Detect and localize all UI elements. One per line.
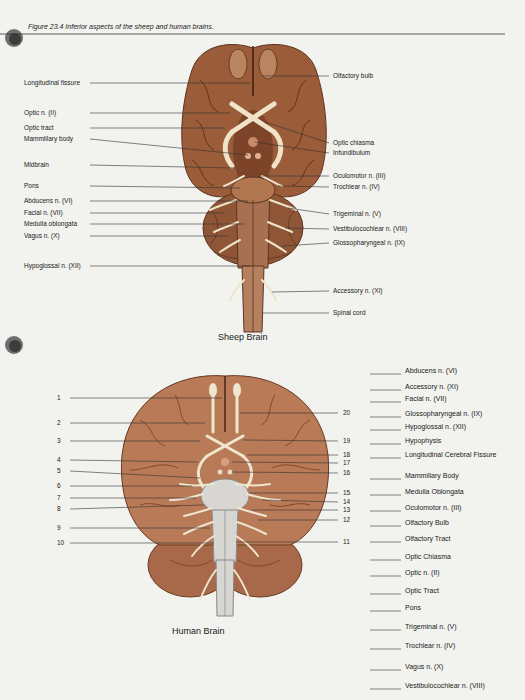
- structure-label: Oculomotor n. (III): [333, 172, 385, 179]
- answer-term: Accessory n. (XI): [405, 383, 458, 391]
- answer-term: Optic n. (II): [405, 569, 440, 577]
- callout-number: 13: [343, 506, 350, 513]
- callout-number: 20: [343, 409, 350, 416]
- answer-term: Trochlear n. (IV): [405, 642, 455, 650]
- callout-number: 10: [57, 539, 64, 546]
- callout-number: 19: [343, 437, 350, 444]
- callout-number: 5: [57, 467, 61, 474]
- structure-label: Optic n. (II): [24, 109, 56, 116]
- callout-number: 8: [57, 505, 61, 512]
- answer-term: Optic Chiasma: [405, 553, 451, 561]
- callout-number: 4: [57, 456, 61, 463]
- structure-label: Glossopharyngeal n. (IX): [333, 239, 405, 246]
- figure-caption: Human Brain: [172, 627, 225, 637]
- answer-term: Vestibulocochlear n. (VIII): [405, 682, 485, 690]
- structure-label: Longitudinal fissure: [24, 79, 80, 86]
- structure-label: Midbrain: [24, 161, 49, 168]
- answer-term: Longitudinal Cerebral Fissure: [405, 451, 496, 459]
- answer-term: Mammillary Body: [405, 472, 459, 480]
- figure-caption: Sheep Brain: [218, 333, 268, 343]
- answer-term: Vagus n. (X): [405, 663, 443, 671]
- callout-number: 14: [343, 498, 350, 505]
- answer-term: Abducens n. (VI): [405, 367, 457, 375]
- callout-number: 12: [343, 516, 350, 523]
- structure-label: Mammillary body: [24, 135, 73, 142]
- answer-term: Glossopharyngeal n. (IX): [405, 410, 482, 418]
- structure-label: Infundibulum: [333, 149, 370, 156]
- callout-number: 17: [343, 459, 350, 466]
- structure-label: Accessory n. (XI): [333, 287, 382, 294]
- callout-number: 18: [343, 451, 350, 458]
- callout-number: 3: [57, 437, 61, 444]
- answer-term: Olfactory Tract: [405, 535, 451, 543]
- callout-number: 9: [57, 524, 61, 531]
- structure-label: Pons: [24, 182, 39, 189]
- structure-label: Medulla oblongata: [24, 220, 77, 227]
- callout-number: 11: [343, 538, 350, 545]
- callout-number: 15: [343, 489, 350, 496]
- structure-label: Trochlear n. (IV): [333, 183, 380, 190]
- answer-term: Pons: [405, 604, 421, 612]
- answer-term: Facial n. (VII): [405, 395, 447, 403]
- structure-label: Hypoglossal n. (XII): [24, 262, 81, 269]
- callout-number: 6: [57, 482, 61, 489]
- callout-number: 16: [343, 469, 350, 476]
- answer-term: Trigeminal n. (V): [405, 623, 456, 631]
- structure-label: Trigeminal n. (V): [333, 210, 381, 217]
- answer-term: Optic Tract: [405, 587, 439, 595]
- answer-term: Hypoglossal n. (XII): [405, 423, 466, 431]
- answer-term: Medulla Oblongata: [405, 488, 464, 496]
- structure-label: Abducens n. (VI): [24, 197, 72, 204]
- callout-number: 7: [57, 494, 61, 501]
- structure-label: Vagus n. (X): [24, 232, 60, 239]
- structure-label: Facial n. (VII): [24, 209, 63, 216]
- answer-term: Olfactory Bulb: [405, 519, 449, 527]
- answer-term: Oculomotor n. (III): [405, 504, 461, 512]
- structure-label: Olfactory bulb: [333, 72, 373, 79]
- structure-label: Spinal cord: [333, 309, 366, 316]
- structure-label: Vestibulocochlear n. (VIII): [333, 225, 407, 232]
- structure-label: Optic chiasma: [333, 139, 374, 146]
- answer-term: Hypophysis: [405, 437, 441, 445]
- callout-number: 1: [57, 394, 61, 401]
- callout-number: 2: [57, 419, 61, 426]
- structure-label: Optic tract: [24, 124, 54, 131]
- figure-title: Figure 23.4 Inferior aspects of the shee…: [28, 23, 214, 30]
